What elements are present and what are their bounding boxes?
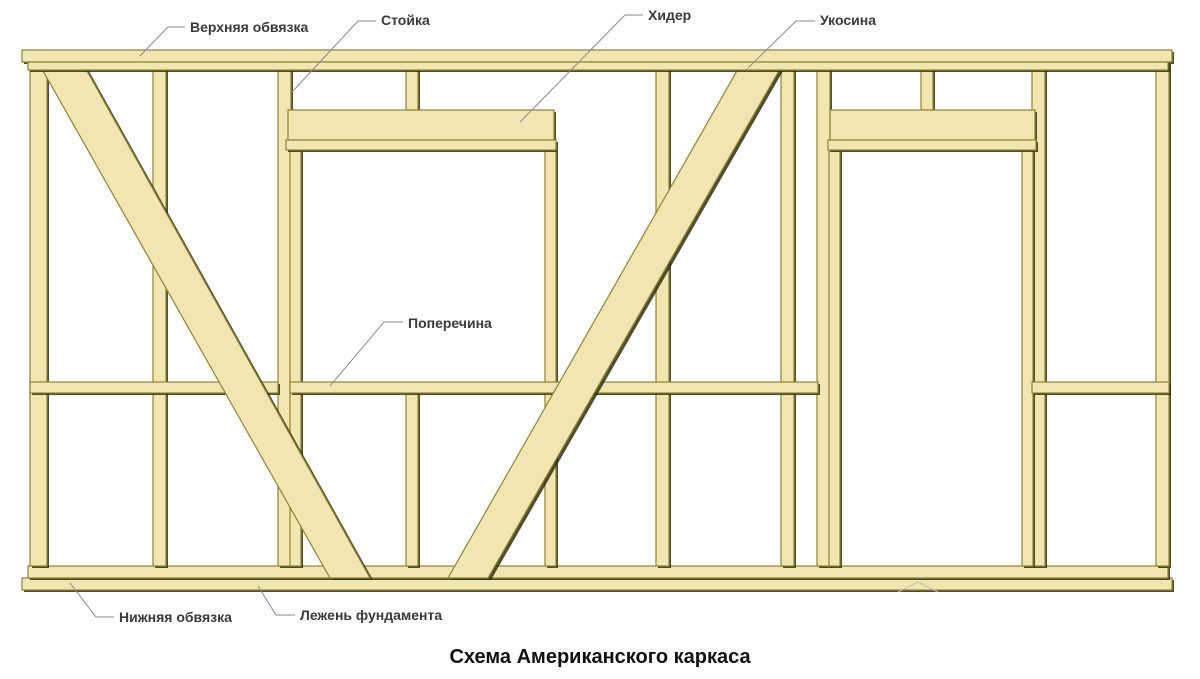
leader-sill — [257, 585, 295, 616]
leader-stud — [291, 20, 376, 93]
leader-header — [519, 14, 643, 123]
leader-top-plate — [139, 26, 185, 57]
label-stud: Стойка — [381, 12, 430, 28]
label-header: Хидер — [648, 7, 691, 23]
stud-window-lower — [405, 391, 420, 568]
stud-1 — [29, 61, 49, 568]
label-crossbar: Поперечина — [408, 315, 492, 331]
diagram-caption: Схема Американского каркаса — [449, 646, 751, 668]
lintel-window — [285, 139, 558, 152]
stud-2 — [152, 61, 168, 568]
window-jack-stud-right — [544, 149, 558, 568]
stud-7 — [1031, 61, 1047, 568]
crossbar-right — [1031, 381, 1171, 395]
lintel-door — [827, 139, 1038, 152]
label-brace: Укосина — [820, 12, 876, 28]
header-door — [829, 109, 1037, 142]
label-bottom-plate: Нижняя обвязка — [119, 609, 232, 625]
top-plate-lower — [27, 61, 1170, 72]
corner-mark — [897, 581, 939, 593]
wall-frame — [21, 49, 1174, 592]
leader-brace — [747, 20, 815, 69]
cripple-stud-door-top — [920, 61, 935, 112]
label-top-plate: Верхняя обвязка — [190, 19, 308, 35]
door-jack-stud-left — [828, 149, 842, 568]
bottom-plate — [27, 565, 1170, 580]
frame-diagram: Верхняя обвязка Стойка Хидер Укосина Поп… — [21, 7, 1174, 625]
header-window — [287, 109, 556, 142]
leader-crossbar — [329, 321, 403, 387]
leader-bottom-plate — [69, 582, 114, 618]
stud-4 — [655, 61, 671, 568]
label-sill: Лежень фундамента — [300, 607, 442, 623]
door-jack-stud-right — [1021, 149, 1035, 568]
stud-5 — [780, 61, 796, 568]
leader-lines — [69, 14, 939, 618]
cripple-stud-window-top — [405, 61, 420, 112]
sill-beam — [21, 577, 1174, 592]
stud-8 — [1155, 61, 1171, 568]
crossbar-left — [29, 381, 280, 395]
